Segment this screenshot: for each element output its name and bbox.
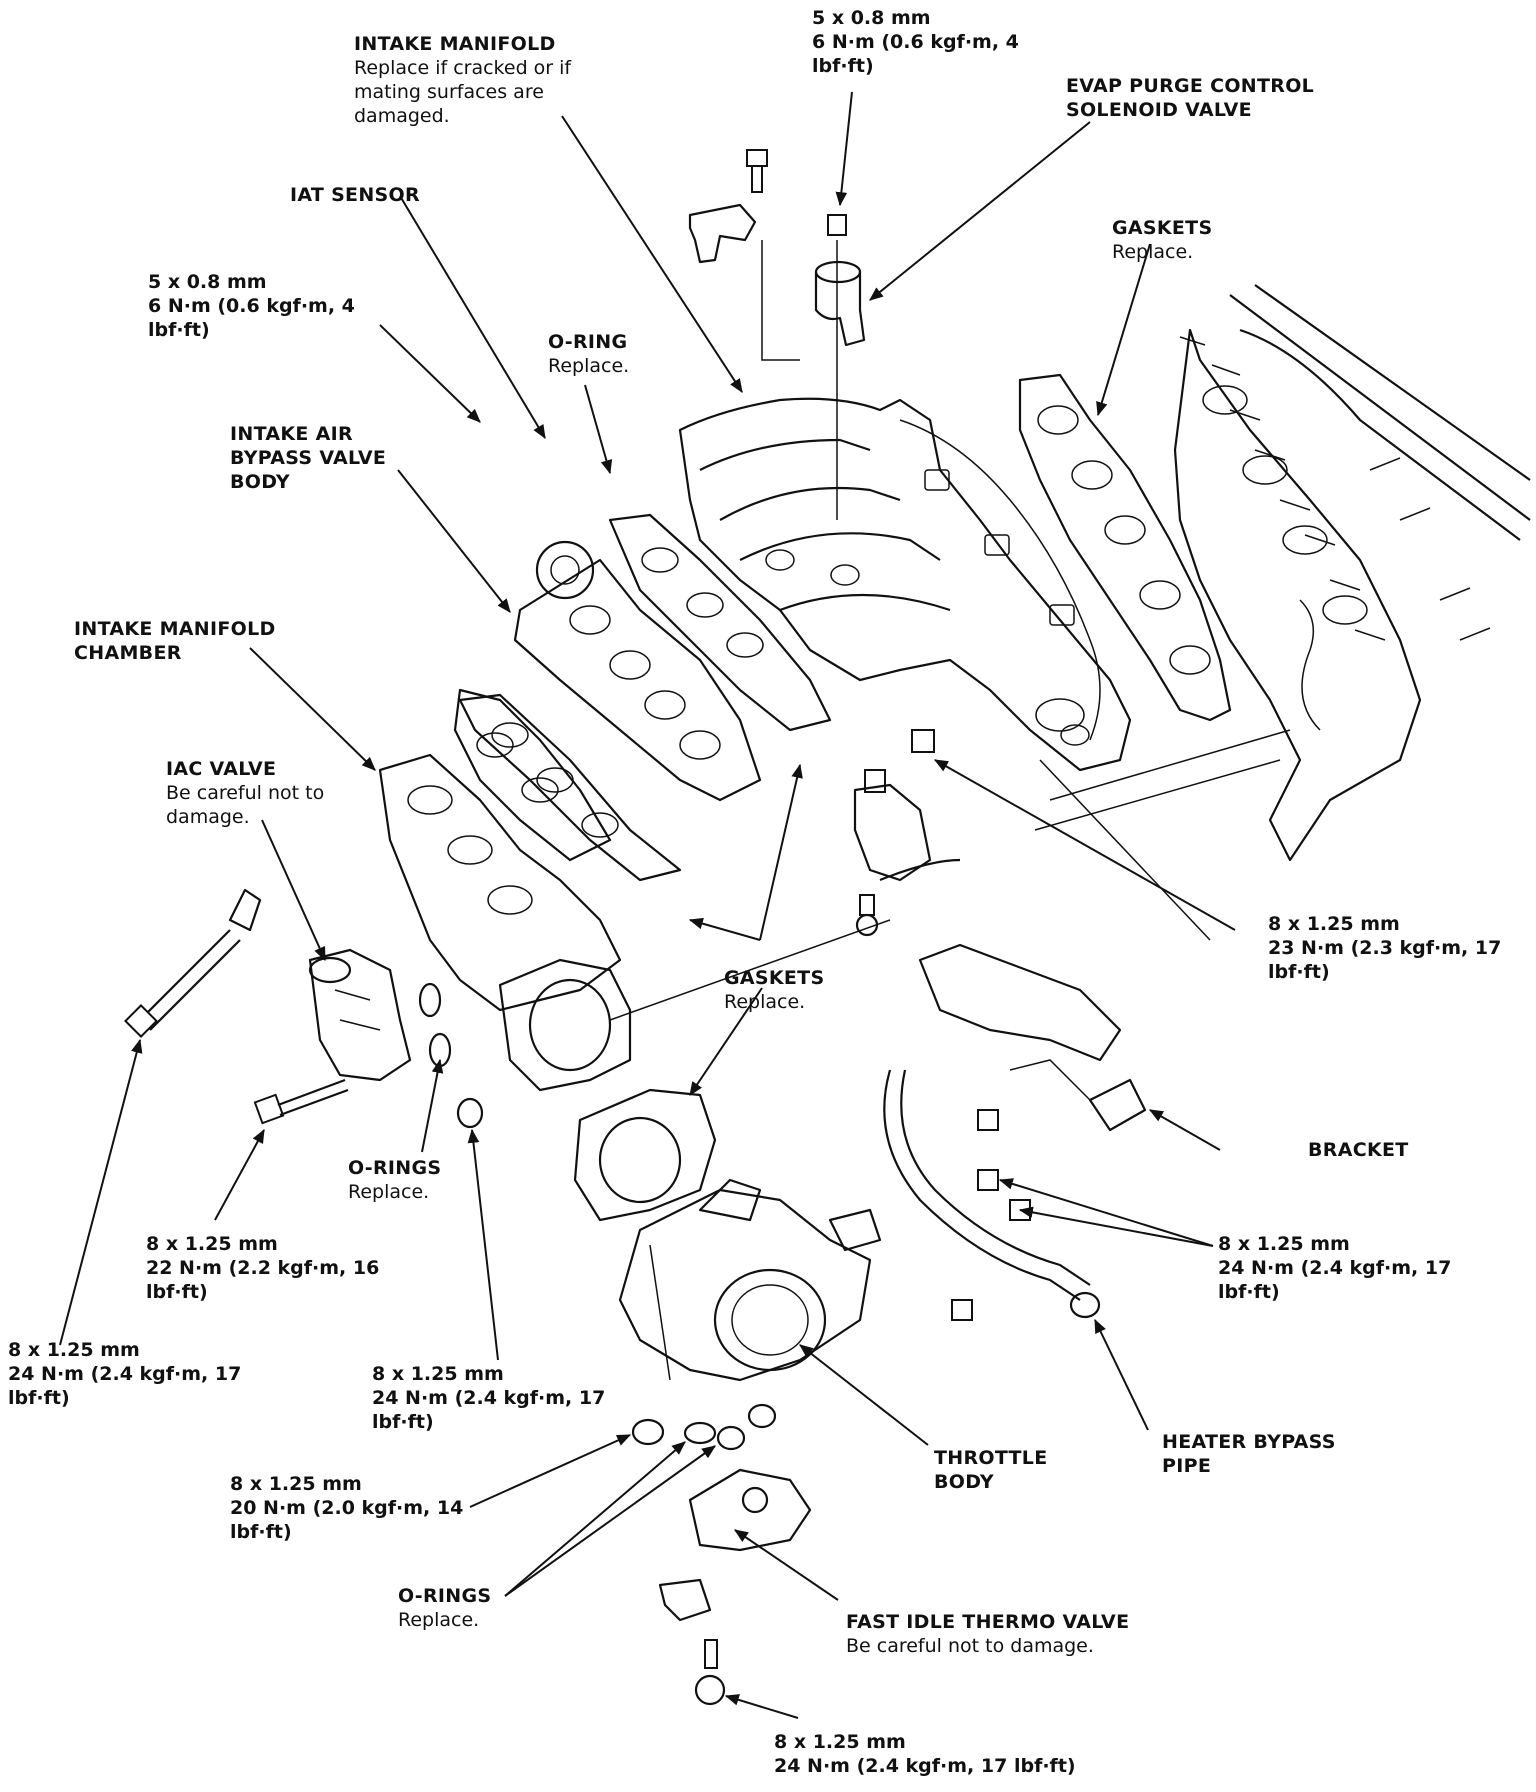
heater-pipe-label: HEATER BYPASS PIPE (1162, 1430, 1392, 1478)
chamber-gasket (458, 693, 682, 882)
bolt-22-torque: 22 N·m (2.2 kgf·m, 16 lbf·ft) (146, 1257, 380, 1303)
bolt-22-label: 8 x 1.25 mm 22 N·m (2.2 kgf·m, 16 lbf·ft… (146, 1232, 396, 1304)
bypass-valve-label: INTAKE AIR BYPASS VALVE BODY (230, 422, 440, 494)
bottom-o-rings (631, 1403, 777, 1451)
bracket (1009, 1059, 1147, 1132)
top-bracket (688, 149, 800, 361)
bypass-gasket (608, 513, 832, 732)
chamber-flange (498, 958, 632, 1092)
bolt-24-mid-torque: 24 N·m (2.4 kgf·m, 17 lbf·ft) (372, 1387, 606, 1433)
manifold-gasket-top (1018, 373, 1232, 722)
bypass-valve-title: INTAKE AIR BYPASS VALVE BODY (230, 423, 387, 493)
gaskets-top-label: GASKETS Replace. (1112, 216, 1212, 264)
bolt-24-mid-label: 8 x 1.25 mm 24 N·m (2.4 kgf·m, 17 lbf·ft… (372, 1362, 622, 1434)
long-bolt (124, 888, 262, 1038)
gaskets-mid-note: Replace. (724, 991, 806, 1013)
bolt-bottom-label: 8 x 1.25 mm 24 N·m (2.4 kgf·m, 17 lbf·ft… (774, 1730, 1076, 1778)
o-ring-top-title: O-RING (548, 331, 628, 353)
bolt-24-right-torque: 24 N·m (2.4 kgf·m, 17 lbf·ft) (1218, 1257, 1452, 1303)
throttle-body-title: THROTTLE BODY (934, 1447, 1048, 1493)
evap-label: EVAP PURGE CONTROL SOLENOID VALVE (1066, 74, 1366, 122)
throttle-gasket (573, 1088, 717, 1222)
iac-valve (308, 948, 412, 1082)
o-ring-top-label: O-RING Replace. (548, 330, 629, 378)
o-rings-bottom-title: O-RINGS (398, 1585, 492, 1607)
bracket-label: BRACKET (1308, 1138, 1409, 1162)
intake-manifold-title: INTAKE MANIFOLD (354, 33, 556, 55)
bolt-24-far-left-size: 8 x 1.25 mm (8, 1339, 140, 1361)
bolt-left-size: 5 x 0.8 mm (148, 271, 267, 293)
bolt-22 (253, 1078, 349, 1125)
intake-manifold-chamber (378, 688, 622, 1012)
iat-sensor-title: IAT SENSOR (290, 184, 420, 206)
intake-manifold (678, 397, 1132, 772)
bolt-24-far-left-label: 8 x 1.25 mm 24 N·m (2.4 kgf·m, 17 lbf·ft… (8, 1338, 258, 1410)
leader-lines (59, 91, 1236, 1719)
o-rings-left-title: O-RINGS (348, 1157, 442, 1179)
bolt-24-right-label: 8 x 1.25 mm 24 N·m (2.4 kgf·m, 17 lbf·ft… (1218, 1232, 1468, 1304)
bolt-24-right-size: 8 x 1.25 mm (1218, 1233, 1350, 1255)
bolt-bottom-torque: 24 N·m (2.4 kgf·m, 17 lbf·ft) (774, 1755, 1076, 1777)
o-ring-top-note: Replace. (548, 355, 630, 377)
bolt-top-label: 5 x 0.8 mm 6 N·m (0.6 kgf·m, 4 lbf·ft) (812, 6, 1052, 78)
intake-manifold-label: INTAKE MANIFOLD Replace if cracked or if… (354, 32, 654, 128)
fast-idle-title: FAST IDLE THERMO VALVE (846, 1611, 1130, 1633)
fast-idle-label: FAST IDLE THERMO VALVE Be careful not to… (846, 1610, 1129, 1658)
o-rings-bottom-note: Replace. (398, 1609, 480, 1631)
iat-sensor-label: IAT SENSOR (290, 183, 420, 207)
bolt-22-size: 8 x 1.25 mm (146, 1233, 278, 1255)
bolt-20-torque: 20 N·m (2.0 kgf·m, 14 lbf·ft) (230, 1497, 464, 1543)
bolt-20-label: 8 x 1.25 mm 20 N·m (2.0 kgf·m, 14 lbf·ft… (230, 1472, 480, 1544)
chamber-label: INTAKE MANIFOLD CHAMBER (74, 617, 294, 665)
nut-right-size: 8 x 1.25 mm (1268, 913, 1400, 935)
throttle-body-label: THROTTLE BODY (934, 1446, 1074, 1494)
o-rings-left-note: Replace. (348, 1181, 430, 1203)
bolt-24-mid-size: 8 x 1.25 mm (372, 1363, 504, 1385)
throttle-body (618, 1178, 882, 1382)
iac-valve-title: IAC VALVE (166, 758, 277, 780)
nut-right-label: 8 x 1.25 mm 23 N·m (2.3 kgf·m, 17 lbf·ft… (1268, 912, 1518, 984)
cylinder-head (1173, 284, 1531, 862)
evap-solenoid (814, 214, 866, 520)
heater-pipe-title: HEATER BYPASS PIPE (1162, 1431, 1336, 1477)
bolt-top-size: 5 x 0.8 mm (812, 7, 931, 29)
heater-bypass-pipe (883, 943, 1122, 1319)
nut-right-torque: 23 N·m (2.3 kgf·m, 17 lbf·ft) (1268, 937, 1502, 983)
assembly-lines (609, 729, 1291, 1381)
bolt-24-far-left-torque: 24 N·m (2.4 kgf·m, 17 lbf·ft) (8, 1363, 242, 1409)
gaskets-top-note: Replace. (1112, 241, 1194, 263)
iac-valve-label: IAC VALVE Be careful not to damage. (166, 757, 356, 829)
o-rings-bottom-label: O-RINGS Replace. (398, 1584, 491, 1632)
fast-idle-note: Be careful not to damage. (846, 1635, 1094, 1657)
bolt-bottom-size: 8 x 1.25 mm (774, 1731, 906, 1753)
gaskets-mid-label: GASKETS Replace. (724, 966, 824, 1014)
intake-air-bypass-valve-body (513, 540, 762, 802)
intake-manifold-note: Replace if cracked or if mating surfaces… (354, 57, 572, 127)
bolt-top-torque: 6 N·m (0.6 kgf·m, 4 lbf·ft) (812, 31, 1019, 77)
gaskets-top-title: GASKETS (1112, 217, 1213, 239)
o-rings-left-label: O-RINGS Replace. (348, 1156, 441, 1204)
bolt-left-label: 5 x 0.8 mm 6 N·m (0.6 kgf·m, 4 lbf·ft) (148, 270, 388, 342)
fast-idle-thermo-valve (658, 1468, 812, 1706)
gaskets-mid-title: GASKETS (724, 967, 825, 989)
right-bolts (864, 729, 1031, 1321)
left-o-rings (418, 982, 484, 1129)
bracket-title: BRACKET (1308, 1139, 1409, 1161)
chamber-title: INTAKE MANIFOLD CHAMBER (74, 618, 276, 664)
center-bracket (853, 783, 961, 882)
evap-title: EVAP PURGE CONTROL SOLENOID VALVE (1066, 75, 1315, 121)
bolt-left-torque: 6 N·m (0.6 kgf·m, 4 lbf·ft) (148, 295, 355, 341)
bolt-20-size: 8 x 1.25 mm (230, 1473, 362, 1495)
iac-valve-note: Be careful not to damage. (166, 782, 325, 828)
